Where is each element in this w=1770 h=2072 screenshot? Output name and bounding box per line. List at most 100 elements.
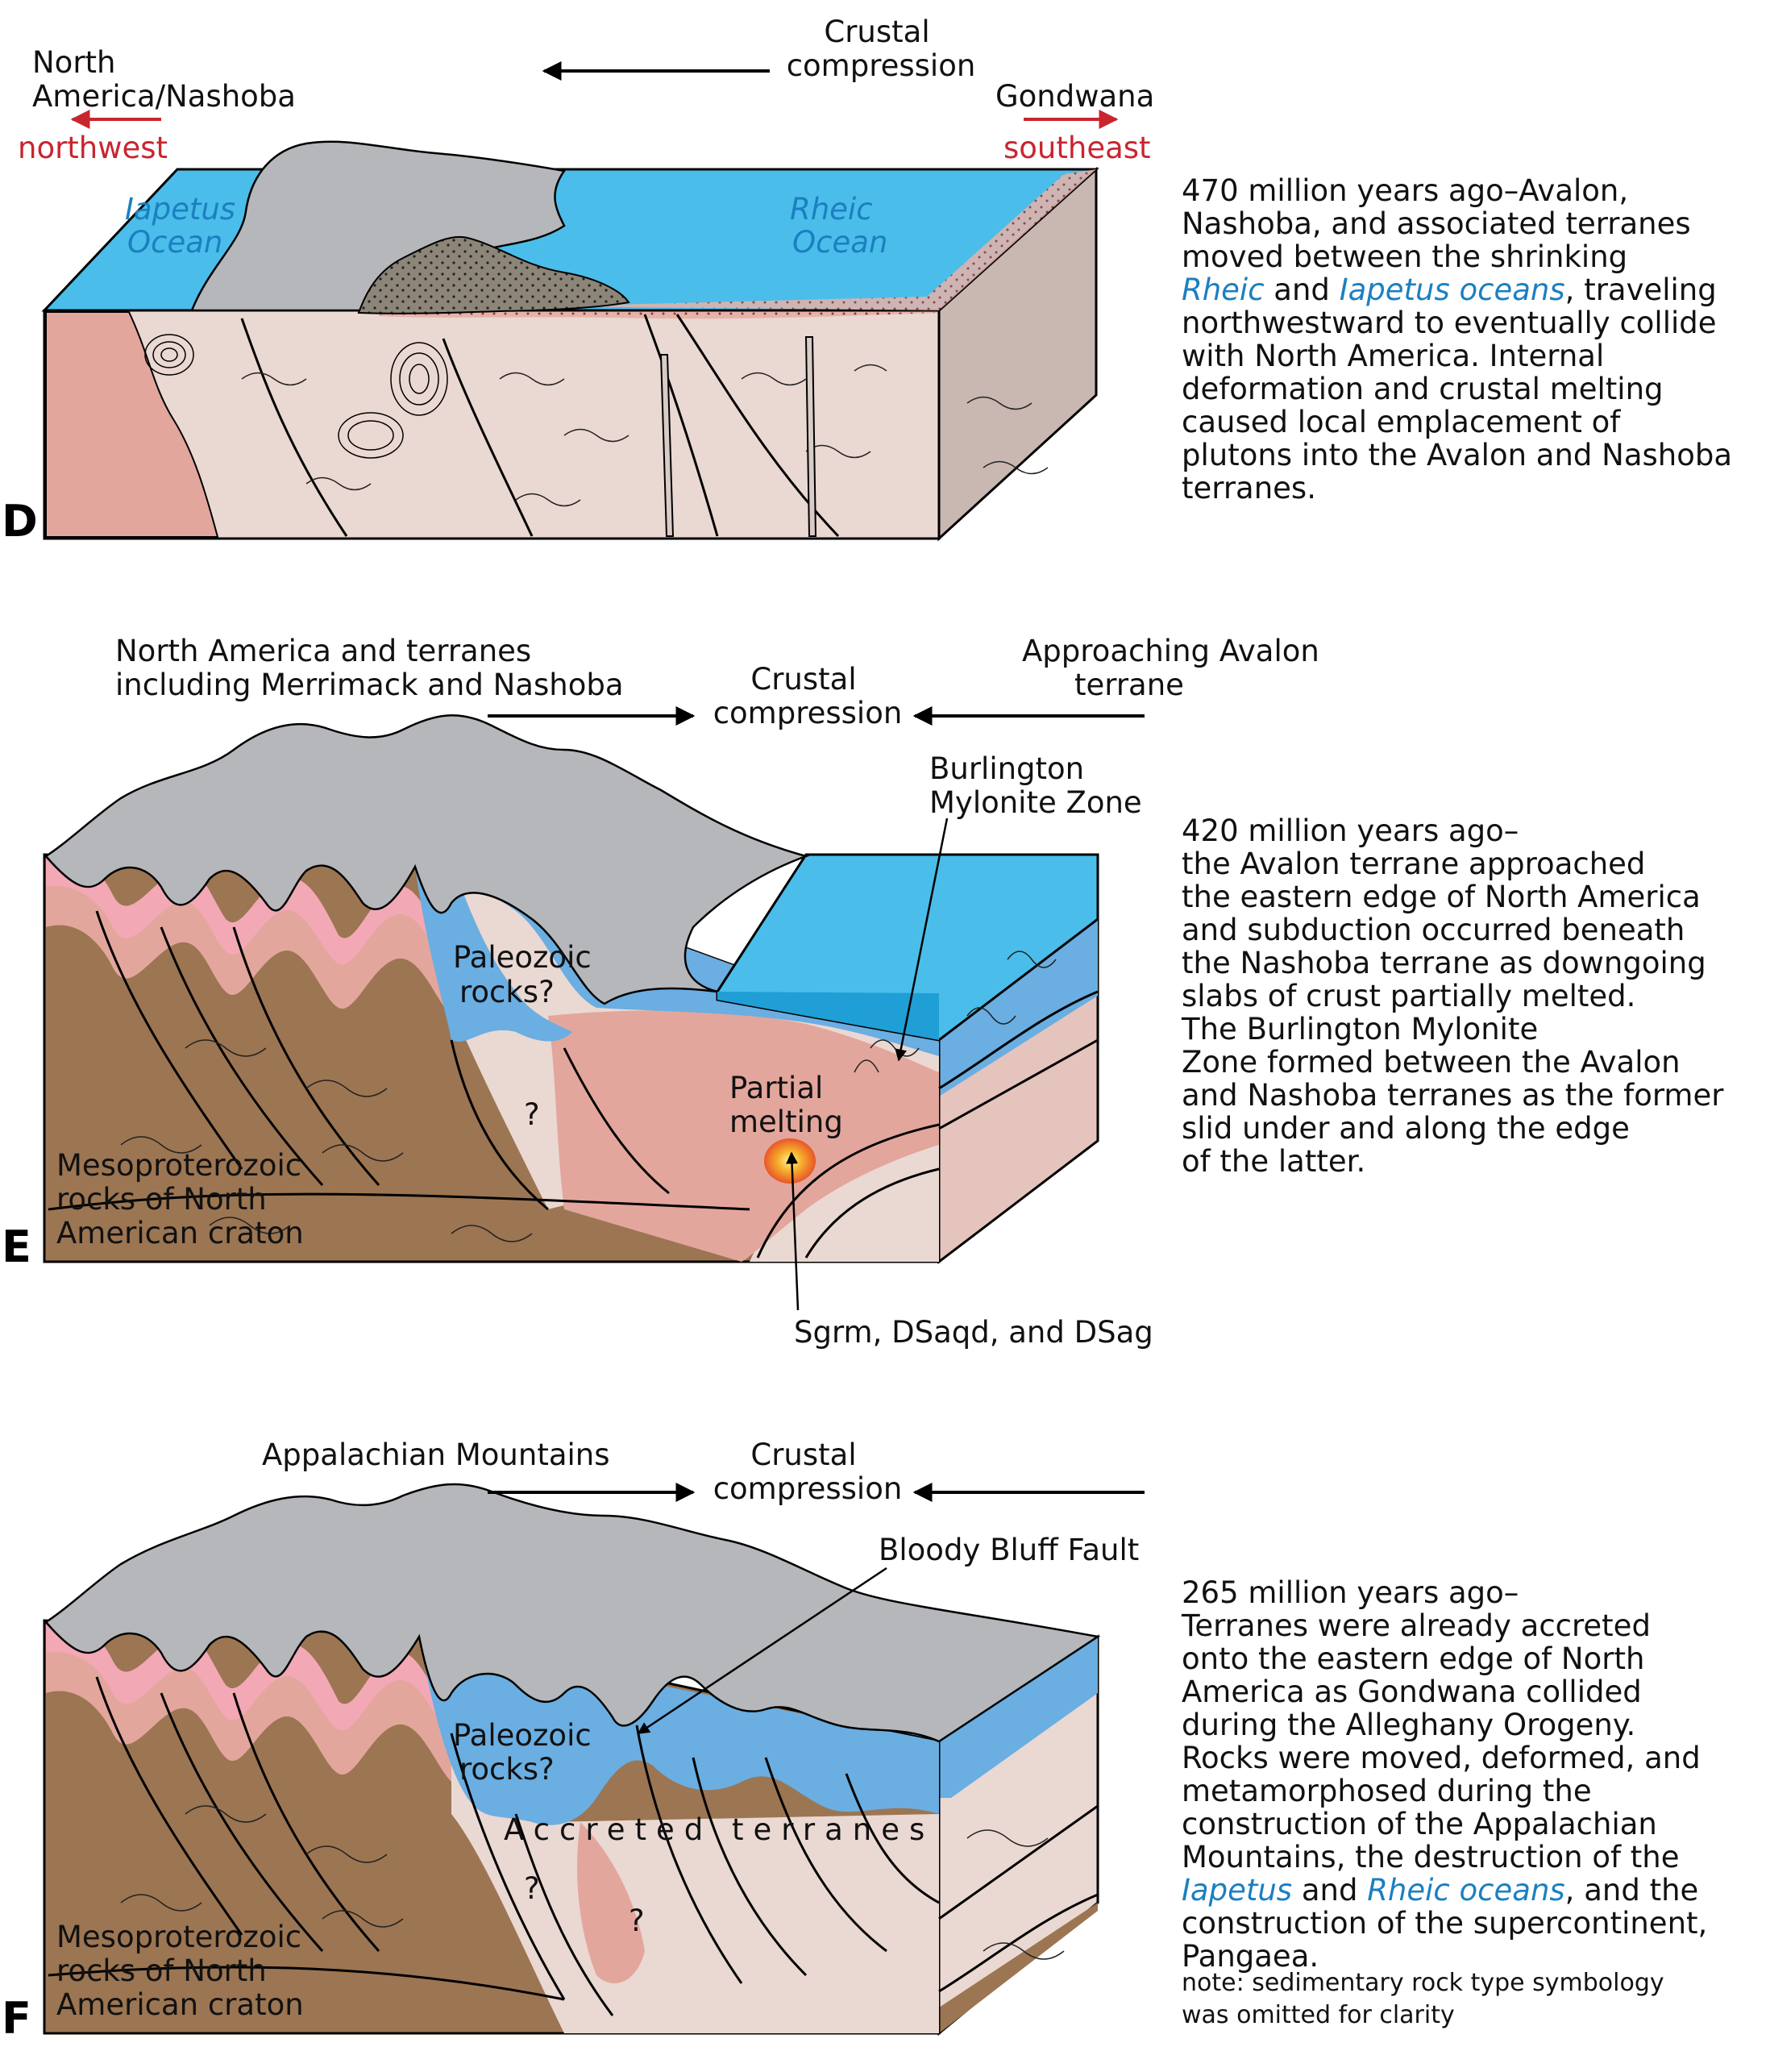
- panel-f-paleozoic-1: Paleozoic: [453, 1718, 592, 1753]
- panel-f-caption-line: construction of the supercontinent,: [1182, 1906, 1708, 1941]
- panel-f-top-left: Appalachian Mountains: [262, 1438, 610, 1472]
- panel-e-letter: E: [2, 1221, 31, 1272]
- caption-fragment: , and the: [1564, 1873, 1699, 1908]
- panel-d-caption-line: deformation and crustal melting: [1182, 372, 1664, 406]
- rheic-highlight: Rheic oceans: [1367, 1873, 1565, 1908]
- panel-d-caption-line-4: Rheic and Iapetus oceans, traveling: [1182, 273, 1762, 306]
- panel-e-block: [43, 714, 1099, 1265]
- panel-e-caption-line: and subduction occurred beneath: [1182, 913, 1685, 947]
- panel-d-compression-2: compression: [787, 48, 976, 83]
- panel-e-burlington-1: Burlington: [929, 751, 1084, 786]
- panel-e-bottom-label: Sgrm, DSaqd, and DSag: [794, 1315, 1153, 1350]
- panel-f-caption-line: 265 million years ago–: [1182, 1575, 1519, 1610]
- panel-e-question: ?: [524, 1097, 540, 1132]
- panel-e-caption-line: Zone formed between the Avalon: [1182, 1045, 1681, 1080]
- panel-d-rheic-2: Ocean: [792, 225, 887, 260]
- panel-d-gondwana-label: Gondwana: [995, 79, 1154, 114]
- panel-e-paleozoic-2: rocks?: [459, 975, 555, 1009]
- iapetus-highlight: Iapetus: [1182, 1873, 1293, 1908]
- panel-e-burlington-leader: [895, 818, 949, 1062]
- panel-e-ocean-face: [717, 992, 939, 1040]
- panel-d-iapetus-1: Iapetus: [125, 192, 235, 227]
- panel-e-partial-2: melting: [729, 1105, 843, 1139]
- panel-d-southeast-label: southeast: [1003, 131, 1151, 165]
- panel-d-caption-line: 470 million years ago–Avalon,: [1182, 173, 1629, 208]
- panel-f-compression-2: compression: [713, 1471, 903, 1506]
- panel-e-caption-line: the eastern edge of North America: [1182, 880, 1701, 914]
- panel-f-fault-leader: [637, 1566, 887, 1735]
- panel-e-compression-1: Crustal: [750, 662, 856, 697]
- panel-f-compression-1: Crustal: [750, 1438, 856, 1472]
- panel-d-foliation: [241, 364, 1049, 507]
- panel-f-question-1: ?: [524, 1871, 540, 1906]
- panel-f-caption-line: construction of the Appalachian: [1182, 1807, 1657, 1841]
- panel-e-caption-line: the Avalon terrane approached: [1182, 847, 1646, 881]
- panel-f-caption-line-10: Iapetus and Rheic oceans, and the: [1182, 1874, 1762, 1907]
- panel-d-caption-line: northwestward to eventually collide: [1182, 306, 1717, 340]
- panel-f-note: note: sedimentary rock type symbology wa…: [1182, 1969, 1664, 2029]
- panel-d-block: [41, 140, 1099, 542]
- panel-f-caption-line: Terranes were already accreted: [1182, 1608, 1651, 1643]
- panel-d-caption: 470 million years ago–Avalon, Nashoba, a…: [1182, 174, 1762, 505]
- panel-e-side-blue: [939, 919, 1098, 1096]
- panel-d-sediment-strip: [548, 169, 1096, 310]
- panel-e-partial-1: Partial: [729, 1071, 823, 1105]
- panel-d-compression-1: Crustal: [824, 15, 929, 49]
- panel-e-melt-blob: [764, 1138, 816, 1184]
- panel-e-caption-line: slid under and along the edge: [1182, 1111, 1630, 1146]
- caption-fragment: , traveling: [1564, 273, 1717, 307]
- panel-e-pink-zone: [548, 1010, 939, 1262]
- panel-f-meso-3: American craton: [56, 1987, 304, 2022]
- panel-e-top-right-2: terrane: [1074, 668, 1184, 702]
- panel-d-northwest-label: northwest: [18, 131, 168, 165]
- panel-f-fault-label: Bloody Bluff Fault: [879, 1533, 1139, 1567]
- panel-d-left-label-2: America/Nashoba: [32, 79, 296, 114]
- panel-d-iapetus-2: Ocean: [127, 225, 222, 260]
- panel-f-accreted: Accreted terranes: [504, 1812, 934, 1847]
- panel-d-caption-line: Nashoba, and associated terranes: [1182, 206, 1691, 241]
- panel-f-side-base: [939, 1903, 1098, 2033]
- panel-f-caption: 265 million years ago– Terranes were alr…: [1182, 1576, 1762, 1973]
- panel-e-mountains: [44, 714, 810, 1005]
- panel-d-left-label-1: North: [32, 45, 115, 80]
- panel-e-burlington-2: Mylonite Zone: [929, 785, 1142, 820]
- panel-e-meso-1: Mesoproterozoic: [56, 1148, 301, 1183]
- panel-e-caption-line: the Nashoba terrane as downgoing: [1182, 946, 1706, 980]
- panel-e-top-right-1: Approaching Avalon: [1022, 634, 1319, 668]
- panel-e-sgrm-leader: [786, 1151, 800, 1311]
- panel-f-letter: F: [2, 1993, 31, 2044]
- rheic-highlight: Rheic: [1182, 273, 1265, 307]
- panel-e-meso-3: American craton: [56, 1216, 304, 1250]
- panel-e-meso-2: rocks of North: [56, 1182, 267, 1217]
- panel-e-caption-line: and Nashoba terranes as the former: [1182, 1078, 1724, 1113]
- panel-f-caption-line: Rocks were moved, deformed, and: [1182, 1741, 1701, 1775]
- panel-d-dikes: [659, 336, 817, 537]
- panel-f-caption-line: Pangaea.: [1182, 1939, 1319, 1974]
- panel-f-accreted-pink: [577, 1822, 645, 1983]
- panel-d-rheic-1: Rheic: [790, 192, 873, 227]
- panel-d-plutons: [144, 334, 448, 459]
- panel-f-folded-layers-pink: [46, 1619, 451, 1737]
- panel-e-faults: [48, 910, 1099, 1259]
- panel-e-folded-layers-pink: [46, 853, 451, 972]
- panel-f-caption-line: Mountains, the destruction of the: [1182, 1840, 1680, 1874]
- panel-e-caption-line: 420 million years ago–: [1182, 813, 1519, 848]
- panel-e-caption-line: The Burlington Mylonite: [1182, 1012, 1539, 1046]
- panel-e-caption-line: slabs of crust partially melted.: [1182, 979, 1636, 1013]
- panel-f-light-crust: [451, 1733, 939, 2033]
- panel-e-caption-line: of the latter.: [1182, 1144, 1366, 1179]
- panel-d-pink-crust: [45, 311, 219, 538]
- panel-f-question-2: ?: [629, 1903, 645, 1938]
- caption-fragment: and: [1292, 1873, 1368, 1908]
- panel-f-mountains: [44, 1483, 1101, 1743]
- iapetus-highlight: Iapetus oceans: [1339, 273, 1565, 307]
- panel-d-caption-line: with North America. Internal: [1182, 339, 1605, 373]
- panel-d-caption-line: moved between the shrinking: [1182, 239, 1628, 274]
- panel-d-letter: D: [2, 496, 38, 547]
- panel-d-caption-line: terranes.: [1182, 471, 1316, 506]
- panel-f-paleozoic-2: rocks?: [459, 1752, 555, 1787]
- panel-e-foliation: [120, 951, 1057, 1242]
- panel-d-caption-line: caused local emplacement of: [1182, 405, 1621, 439]
- panel-f-caption-line: during the Alleghany Orogeny.: [1182, 1708, 1636, 1742]
